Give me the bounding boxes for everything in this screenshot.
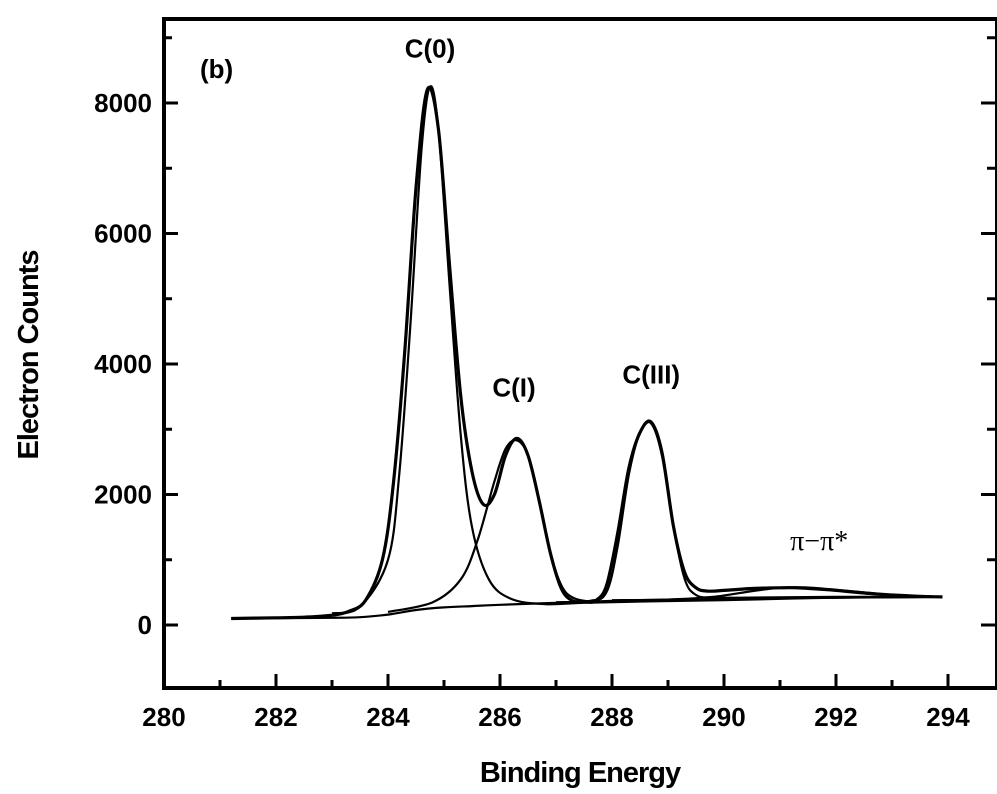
x-tick-labels: 280 282 284 286 288 290 292 294	[142, 702, 970, 732]
annotation-0: C(0)	[405, 33, 456, 63]
x-tick-label-4: 288	[590, 702, 633, 732]
y-tick-labels: 0 2000 4000 6000 8000	[94, 88, 152, 640]
x-tick-label-7: 294	[926, 702, 970, 732]
x-tick-label-1: 282	[254, 702, 297, 732]
y-tick-label-0: 0	[138, 610, 152, 640]
annotation-1: C(I)	[492, 373, 535, 403]
series-line-3-component	[555, 419, 943, 604]
plot-frame	[162, 17, 997, 690]
x-tick-label-6: 292	[814, 702, 857, 732]
peak-annotations: C(0) C(I) C(III) π−π*	[405, 33, 849, 557]
data-curves	[231, 85, 943, 621]
annotation-2: C(III)	[622, 360, 680, 390]
series-line-4-component	[611, 586, 943, 602]
annotation-3: π−π*	[790, 526, 848, 557]
y-tick-label-4: 8000	[94, 88, 152, 118]
series-line-1-component	[331, 85, 943, 615]
panel-label: (b)	[200, 54, 233, 84]
x-tick-label-5: 290	[702, 702, 745, 732]
series-line-5-background	[231, 595, 943, 620]
y-tick-label-3: 6000	[94, 219, 152, 249]
y-tick-label-1: 2000	[94, 480, 152, 510]
axis-ticks	[164, 36, 995, 688]
y-axis-title: Electron Counts	[13, 251, 45, 460]
x-tick-label-3: 286	[478, 702, 521, 732]
x-tick-label-0: 280	[142, 702, 185, 732]
x-tick-label-2: 284	[366, 702, 410, 732]
x-axis-title: Binding Energy	[480, 757, 681, 789]
y-tick-label-2: 4000	[94, 349, 152, 379]
